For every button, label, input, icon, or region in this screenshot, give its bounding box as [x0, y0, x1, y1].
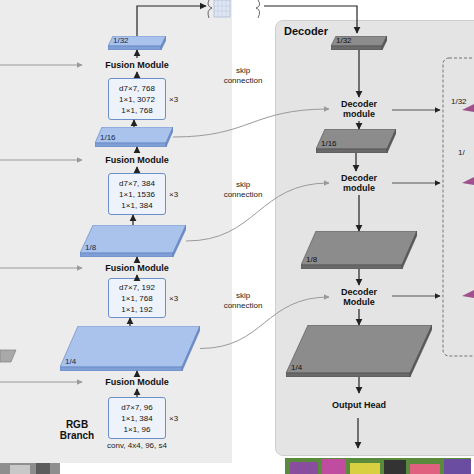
slab-side [166, 127, 173, 147]
module-label: Fusion Module [85, 375, 189, 389]
layer-spec: d7×7, 384 [119, 178, 155, 189]
feature-slab: 1/4 [286, 325, 432, 377]
node-label: 1/16 [100, 134, 116, 142]
slab-side [410, 325, 432, 377]
slab-top [108, 36, 166, 46]
layer-spec: d7×7, 96 [121, 402, 152, 413]
slab-side [182, 326, 200, 371]
conv-block: d7×7, 1921×1, 7681×1, 192 [108, 278, 166, 318]
node-label: Fusion Module [105, 155, 169, 165]
node-label: 1/8 [85, 244, 96, 252]
module-label: Fusion Module [85, 58, 189, 72]
repeat-count: ×3 [169, 95, 178, 105]
conv-block: d7×7, 961×1, 3841×1, 96 [108, 397, 166, 439]
conv-block: d7×7, 7681×1, 30721×1, 768 [108, 78, 166, 120]
slab-side [161, 36, 166, 50]
feature-slab: 1/8 [301, 231, 417, 269]
input-image [0, 463, 60, 474]
node-label: 1/32 [336, 37, 352, 45]
layer-spec: 1×1, 192 [121, 304, 152, 315]
segmentation-image [285, 458, 471, 474]
slab-shape [286, 325, 432, 377]
edge-label: skip connection [218, 180, 268, 200]
decoder-panel: Decoder1/32Decoder module1/16Decoder mod… [275, 20, 474, 456]
slab-side [387, 129, 396, 153]
node-label: 1/16 [321, 140, 337, 148]
repeat-count: ×3 [169, 414, 178, 424]
slab-front [108, 46, 161, 50]
repeat-count: ×3 [169, 190, 178, 200]
node-label: Decoder module [329, 173, 389, 193]
feature-slab: 1/16 [95, 127, 173, 147]
node-label: 1/4 [291, 364, 302, 372]
edge-label: skip connection [218, 291, 268, 311]
node-label: Fusion Module [105, 377, 169, 387]
slab-front [316, 149, 387, 153]
slab-front [286, 373, 410, 377]
layer-spec: 1×1, 384 [121, 413, 152, 424]
slab-front [301, 265, 402, 269]
stem-spec: conv, 4x4, 96, s4 [78, 441, 196, 451]
node-label: Fusion Module [105, 60, 169, 70]
node-label: 1/8 [306, 256, 317, 264]
feature-slab: 1/16 [316, 129, 396, 153]
slab-side [173, 225, 186, 257]
node-label: Decoder module [329, 99, 389, 119]
feature-slab: 1/32 [108, 36, 166, 50]
node-label: Output Head [332, 400, 386, 410]
slab-top [316, 129, 396, 149]
slab-top [286, 325, 432, 373]
slab-top [331, 36, 387, 46]
layer-spec: 1×1, 768 [121, 105, 152, 116]
panel-title: Decoder [284, 25, 328, 37]
slab-front [80, 253, 173, 257]
slab-shape [60, 326, 200, 371]
bracket [256, 0, 260, 18]
module-label: Decoder Module [329, 285, 389, 309]
layer-spec: d7×7, 192 [119, 282, 155, 293]
layer-spec: 1×1, 1536 [119, 189, 155, 200]
slab-top [60, 326, 200, 367]
panel-title: RGB Branch [52, 419, 102, 441]
layer-spec: 1×1, 96 [124, 424, 151, 435]
slab-front [331, 46, 382, 50]
node-label: 1/32 [113, 37, 129, 45]
node-label: 1/4 [65, 358, 76, 366]
slab-front [95, 143, 166, 147]
node-label: Fusion Module [105, 263, 169, 273]
branch-panel: RGB Branch1/32Fusion Moduled7×7, 7681×1,… [0, 0, 232, 463]
slab-top [80, 225, 186, 253]
layer-spec: 1×1, 768 [121, 293, 152, 304]
slab-front [60, 367, 182, 371]
feature-slab: 1/8 [80, 225, 186, 257]
slab-shape [80, 225, 186, 257]
layer-spec: 1×1, 384 [121, 200, 152, 211]
node-label: Decoder Module [329, 287, 389, 307]
module-label: Fusion Module [85, 261, 189, 275]
scale-label: 1/ [458, 148, 465, 158]
slab-side [382, 36, 387, 50]
conv-block: d7×7, 3841×1, 15361×1, 384 [108, 173, 166, 215]
slab-top [95, 127, 173, 143]
module-label: Output Head [329, 393, 389, 417]
scale-label: 1/32 [451, 97, 467, 107]
feature-slab: 1/4 [60, 326, 200, 371]
module-label: Decoder module [329, 97, 389, 121]
slab-side [402, 231, 417, 269]
feature-slab: 1/32 [331, 36, 387, 50]
slab-shape [301, 231, 417, 269]
module-label: Decoder module [329, 171, 389, 195]
repeat-count: ×3 [169, 294, 178, 304]
edge-label: skip connection [218, 66, 268, 86]
layer-spec: d7×7, 768 [119, 83, 155, 94]
slab-top [301, 231, 417, 265]
layer-spec: 1×1, 3072 [119, 94, 155, 105]
module-label: Fusion Module [85, 153, 189, 167]
